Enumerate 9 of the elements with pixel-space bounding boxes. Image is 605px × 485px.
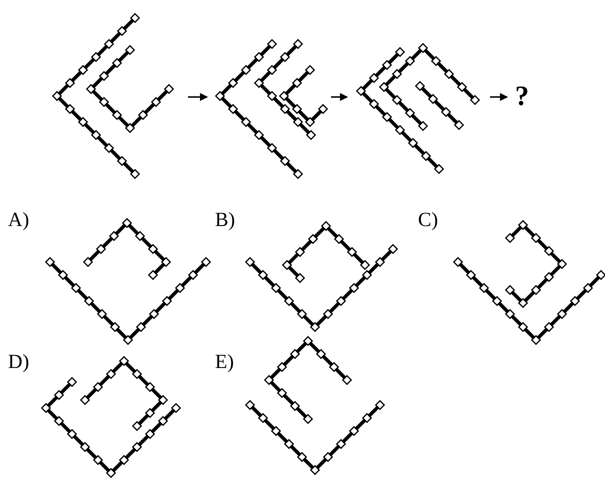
option-label: C)	[418, 210, 438, 230]
option-label: E)	[215, 352, 234, 372]
option-label: D)	[8, 352, 30, 372]
arrow	[490, 93, 508, 101]
question-mark: ?	[515, 83, 529, 111]
arrow	[188, 93, 208, 101]
arrow	[331, 93, 348, 101]
option-label: A)	[8, 210, 30, 230]
option-label: B)	[215, 210, 235, 230]
